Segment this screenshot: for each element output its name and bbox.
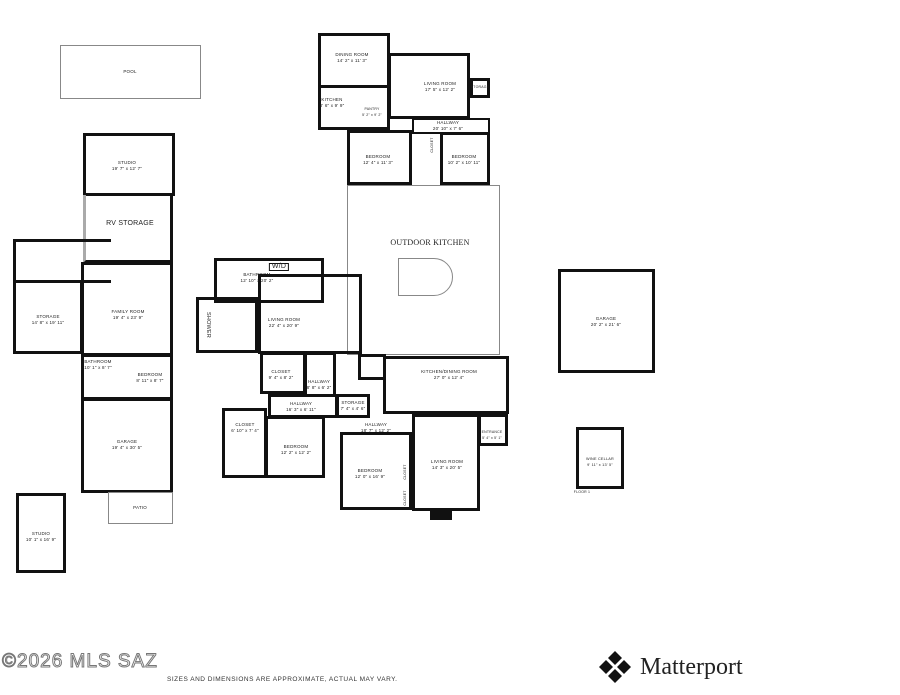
pool-outline <box>60 45 201 99</box>
kitchen-top-walls <box>318 85 390 130</box>
closet-bottom-walls <box>222 408 267 478</box>
brand-name: Matterport <box>640 653 743 680</box>
kitchen-dining-walls <box>383 356 509 414</box>
bathroom-master-walls <box>214 258 324 303</box>
shower-area-walls <box>196 297 258 353</box>
room-label-pool: POOL <box>123 69 137 74</box>
fireplace <box>430 510 452 520</box>
bedroom-bay-walls <box>265 416 325 478</box>
bedroom-top-left-walls <box>347 130 412 185</box>
wine-cellar-walls <box>576 427 624 489</box>
outdoor-kitchen-island <box>398 258 453 296</box>
living-room-bottom-walls <box>412 414 480 511</box>
matterport-logo-icon <box>599 651 631 683</box>
floor-label: FLOOR 1 <box>573 490 591 494</box>
room-label-rv-storage: RV STORAGE <box>106 220 154 227</box>
room-label-patio: PATIO <box>133 505 147 510</box>
room-label-closet-a: CLOSET <box>403 464 407 480</box>
hallway-top-walls <box>412 118 490 134</box>
living-room-mid-walls <box>258 274 362 354</box>
brand-logo: Matterport <box>598 650 743 684</box>
room-label-storage-top: STORAGE <box>470 85 490 89</box>
storage-mid-walls <box>336 394 370 418</box>
studio-left-walls <box>83 133 175 196</box>
storage-top-walls <box>470 78 490 98</box>
garage-right-walls <box>558 269 655 373</box>
bath-small-walls <box>358 354 386 380</box>
disclaimer: SIZES AND DIMENSIONS ARE APPROXIMATE, AC… <box>167 676 398 683</box>
washer-dryer-label: W/D <box>268 263 290 271</box>
watermark: ©2026 MLS SAZ <box>2 651 158 673</box>
room-label-closet-top: CLOSET <box>430 137 434 153</box>
room-label-outdoor-kitchen: OUTDOOR KITCHEN <box>390 238 470 247</box>
garage-left-walls <box>81 398 173 493</box>
entrance-walls <box>478 414 508 446</box>
bedroom-bottom-walls <box>340 432 412 510</box>
room-label-closet-b: CLOSET <box>403 490 407 506</box>
patio-outline <box>108 492 173 524</box>
room-label-shower: SHOWER <box>205 312 211 338</box>
rv-storage-walls <box>83 195 173 263</box>
outdoor-kitchen-area <box>347 185 500 355</box>
studio-small-walls <box>16 493 66 573</box>
